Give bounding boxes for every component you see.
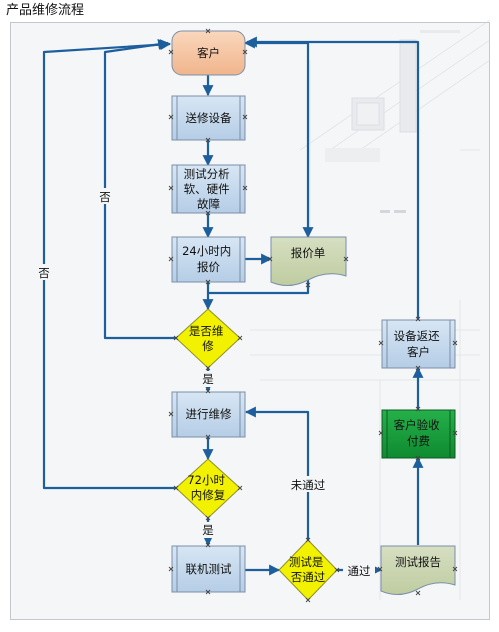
node-joint-test: 联机测试 (171, 545, 246, 593)
label-no-inner: 否 (99, 190, 111, 204)
node-customer: 客户 (171, 30, 246, 76)
edge-testpass-failed (244, 406, 310, 540)
node-acceptance-payment: 客户验收 付费 (381, 409, 456, 459)
node-repair-72h-label: 72小时 内修复 (187, 473, 228, 502)
label-failed: 未通过 (291, 478, 326, 492)
node-do-repair: 进行维修 (171, 391, 246, 438)
page-title: 产品维修流程 (6, 3, 85, 18)
node-send-repair: 送修设备 (171, 95, 246, 141)
node-quote-sheet: 报价单 (270, 236, 347, 286)
node-do-repair-label: 进行维修 (186, 407, 232, 421)
node-acceptance-payment-label: 客户验收 付费 (394, 418, 444, 448)
node-test-analysis: 测试分析 软、硬件 故障 (171, 164, 246, 214)
node-customer-label: 客户 (197, 46, 220, 60)
node-test-report-label: 测试报告 (395, 555, 441, 569)
node-joint-test-label: 联机测试 (186, 562, 232, 576)
edge-decision-no-loop (103, 38, 180, 340)
node-quote-24h-label: 24小时内 报价 (182, 244, 235, 274)
edge-return-to-customer (245, 36, 420, 320)
node-test-analysis-label: 测试分析 软、硬件 故障 (184, 167, 234, 211)
node-repair-decision-label: 是否维 修 (189, 324, 227, 353)
edge-sheet-up-to-customer (243, 37, 310, 237)
node-return-device: 设备返还 客户 (381, 319, 456, 369)
edge-labels: 否 否 是 是 未通过 通过 (35, 188, 375, 579)
node-repair-decision: 是否维 修 (175, 308, 241, 369)
node-quote-sheet-label: 报价单 (291, 246, 326, 260)
background-decoration (250, 19, 491, 600)
label-yes-repair: 是 (202, 372, 214, 386)
label-yes-72h: 是 (202, 523, 214, 537)
node-test-pass: 测试是 否通过 (278, 539, 338, 601)
connection-points (168, 28, 458, 603)
node-test-report: 测试报告 (380, 545, 456, 595)
label-no-outer: 否 (38, 266, 50, 280)
node-quote-24h: 24小时内 报价 (171, 236, 246, 283)
node-return-device-label: 设备返还 客户 (394, 329, 444, 359)
node-test-pass-label: 测试是 否通过 (289, 555, 327, 584)
node-send-repair-label: 送修设备 (186, 111, 232, 125)
edge-72h-no-loop (42, 39, 180, 490)
node-repair-72h: 72小时 内修复 (175, 458, 241, 519)
label-passed: 通过 (348, 564, 371, 578)
